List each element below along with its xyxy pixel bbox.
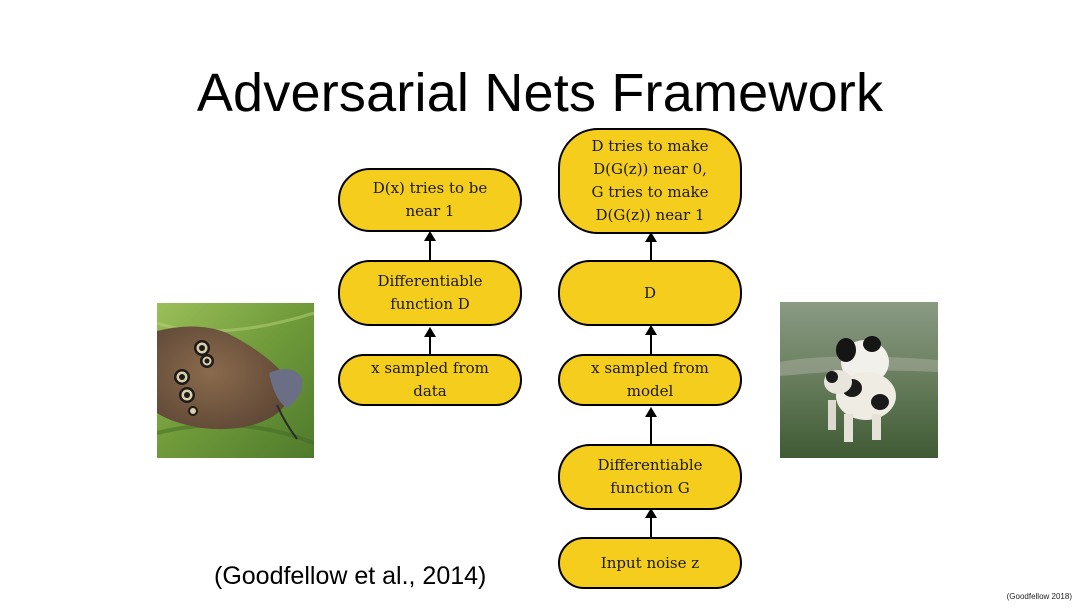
differentiable-function-d-node: Differentiable function D [338,260,522,326]
arrow-d-to-adversarial-goal [645,232,657,260]
adversarial-goal-label: D tries to make D(G(z)) near 0, G tries … [591,137,709,224]
x-sampled-from-model-node: x sampled from model [558,354,742,406]
discriminator-d-label: D [643,283,657,302]
arrow-g-to-model-sample [645,407,657,444]
footnote: (Goodfellow 2018) [1006,592,1072,601]
x-sampled-from-data-node: x sampled from data [338,354,522,406]
adversarial-goal-node: D tries to make D(G(z)) near 0, G tries … [558,128,742,234]
butterfly-illustration [157,303,314,458]
x-sampled-from-data-label: x sampled from data [371,359,489,400]
arrow-data-to-d [424,327,436,354]
generated-sample-image [780,302,938,458]
differentiable-function-d-label: Differentiable function D [377,272,483,313]
slide-title: Adversarial Nets Framework [196,63,884,123]
input-noise-label: Input noise z [600,553,700,572]
discriminator-real-goal-node: D(x) tries to be near 1 [338,168,522,232]
arrow-model-sample-to-d [645,325,657,354]
generated-animal-illustration [780,302,938,458]
citation: (Goodfellow et al., 2014) [214,562,487,590]
input-noise-node: Input noise z [558,537,742,589]
x-sampled-from-model-label: x sampled from model [591,359,709,400]
differentiable-function-g-label: Differentiable function G [597,456,703,497]
arrow-noise-to-g [645,508,657,537]
discriminator-real-goal-label: D(x) tries to be near 1 [372,179,488,220]
differentiable-function-g-node: Differentiable function G [558,444,742,510]
butterfly-image [157,303,314,458]
arrow-d-to-real-goal [424,231,436,260]
discriminator-d-node: D [558,260,742,326]
